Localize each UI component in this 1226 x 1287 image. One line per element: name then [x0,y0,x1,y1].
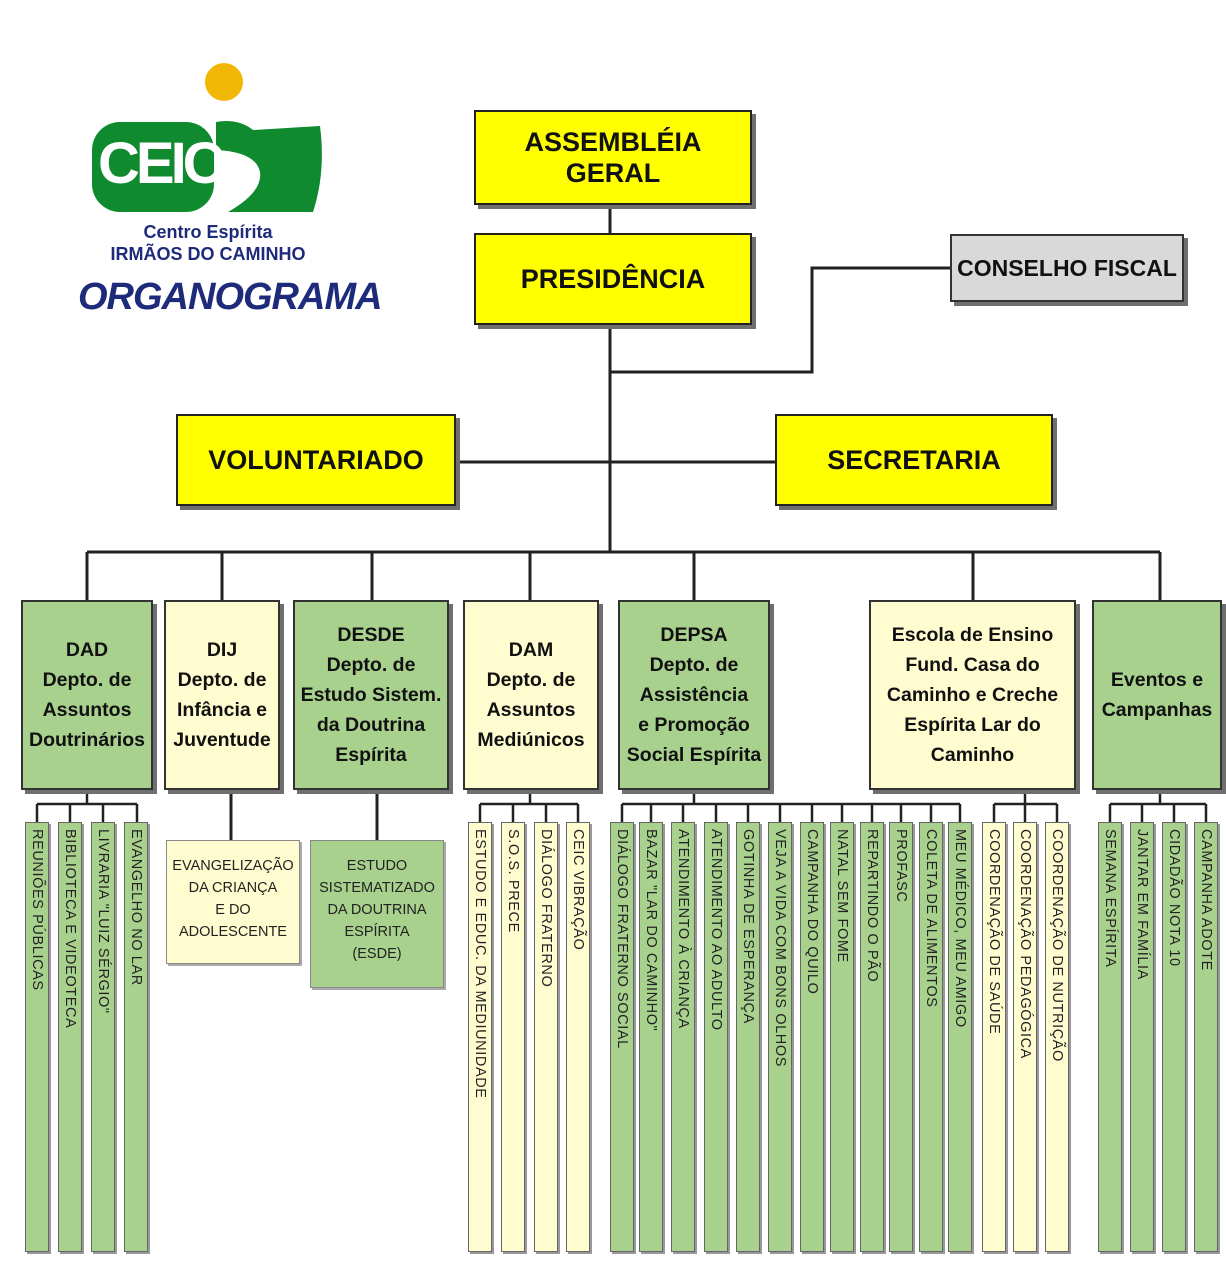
assembleia-geral-box: ASSEMBLÉIA GERAL [474,110,752,205]
road-swoosh-icon [216,121,322,212]
sub-ceic-vibracao: CEIC VIBRAÇÃO [566,822,590,1252]
sun-icon [205,63,243,101]
sub-semana-espirita: SEMANA ESPÍRITA [1098,822,1122,1252]
sub-bazar: BAZAR "LAR DO CAMINHO" [639,822,663,1252]
sub-meu-medico: MEU MÉDICO, MEU AMIGO [948,822,972,1252]
sub-reunioes-publicas: REUNIÕES PÚBLICAS [25,822,49,1252]
sub-dialogo-fraterno-social: DIÁLOGO FRATERNO SOCIAL [610,822,634,1252]
sub-coord-nutricao: COORDENAÇÃO DE NUTRIÇÃO [1045,822,1069,1252]
sub-veja-a-vida: VEJA A VIDA COM BONS OLHOS [768,822,792,1252]
sub-gotinha-esperanca: GOTINHA DE ESPERANÇA [736,822,760,1252]
dept-dam: DAM Depto. de Assuntos Mediúnicos [463,600,599,790]
sub-campanha-adote: CAMPANHA ADOTE [1194,822,1218,1252]
sub-biblioteca-videoteca: BIBLIOTECA E VIDEOTECA [58,822,82,1252]
sub-estudo-mediunidade: ESTUDO E EDUC. DA MEDIUNIDADE [468,822,492,1252]
logo-mark: CEIC [98,131,225,196]
sub-coord-pedagogica: COORDENAÇÃO PEDAGÓGICA [1013,822,1037,1252]
page-title: ORGANOGRAMA [78,276,383,318]
note-evangelizacao: EVANGELIZAÇÃO DA CRIANÇA E DO ADOLESCENT… [166,840,300,964]
sub-jantar-familia: JANTAR EM FAMÍLIA [1130,822,1154,1252]
sub-sos-prece: S.O.S. PRECE [501,822,525,1252]
sub-profasc: PROFASC [889,822,913,1252]
dept-escola: Escola de Ensino Fund. Casa do Caminho e… [869,600,1076,790]
sub-dialogo-fraterno: DIÁLOGO FRATERNO [534,822,558,1252]
sub-atendimento-adulto: ATENDIMENTO AO ADULTO [704,822,728,1252]
sub-cidadao-nota-10: CIDADÃO NOTA 10 [1162,822,1186,1252]
dept-dij: DIJ Depto. de Infância e Juventude [164,600,280,790]
sub-natal-sem-fome: NATAL SEM FOME [830,822,854,1252]
logo-graphic [92,63,322,212]
voluntariado-box: VOLUNTARIADO [176,414,456,506]
secretaria-box: SECRETARIA [775,414,1053,506]
sub-atendimento-crianca: ATENDIMENTO À CRIANÇA [671,822,695,1252]
sub-repartindo-pao: REPARTINDO O PÃO [860,822,884,1252]
logo-line1: Centro Espírita [143,222,273,242]
sub-evangelho-no-lar: EVANGELHO NO LAR [124,822,148,1252]
sub-campanha-quilo: CAMPANHA DO QUILO [800,822,824,1252]
dept-desde: DESDE Depto. de Estudo Sistem. da Doutri… [293,600,449,790]
sub-coleta-alimentos: COLETA DE ALIMENTOS [919,822,943,1252]
logo-line2: IRMÃOS DO CAMINHO [110,244,306,264]
note-esde: ESTUDO SISTEMATIZADO DA DOUTRINA ESPÍRIT… [310,840,444,988]
presidencia-box: PRESIDÊNCIA [474,233,752,325]
dept-dad: DAD Depto. de Assuntos Doutrinários [21,600,153,790]
conselho-fiscal-box: CONSELHO FISCAL [950,234,1184,302]
ceic-logo: CEIC [88,52,328,242]
dept-depsa: DEPSA Depto. de Assistência e Promoção S… [618,600,770,790]
sub-coord-saude: COORDENAÇÃO DE SAÚDE [982,822,1006,1252]
dept-eventos: Eventos e Campanhas [1092,600,1222,790]
sub-livraria-luiz-sergio: LIVRARIA "LUIZ SÉRGIO" [91,822,115,1252]
